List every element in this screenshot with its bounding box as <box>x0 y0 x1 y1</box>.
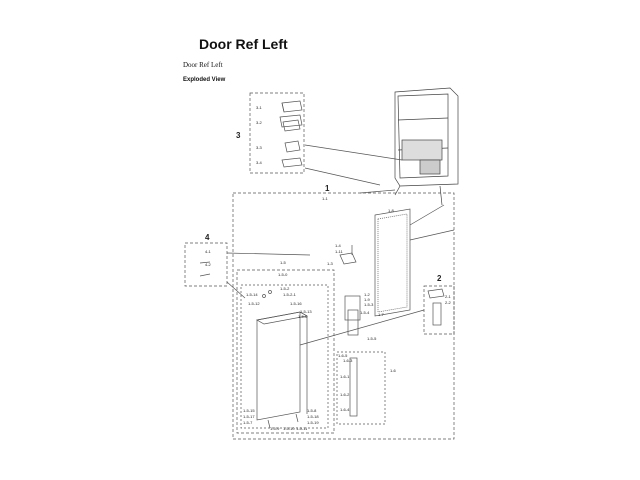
view-label: Exploded View <box>183 77 226 83</box>
part-label: 1-5 <box>280 260 287 265</box>
part-label: 1-5-14 <box>246 292 258 297</box>
part-4 <box>199 261 211 277</box>
part-label: 1-5-9 <box>270 426 280 431</box>
refrigerator-cabinet <box>394 87 459 206</box>
part-label: 1-5-18 <box>307 414 319 419</box>
part-label: 1-6-2 <box>340 392 350 397</box>
leader-line <box>299 309 425 346</box>
part-label: 3-1 <box>256 105 263 110</box>
hinge-assembly <box>339 245 361 336</box>
part-label: 1-2 <box>364 292 371 297</box>
part-label: 1-5-10 <box>283 426 295 431</box>
part-label: 1-5-2 <box>280 286 290 291</box>
door-panel <box>255 311 309 421</box>
bin-3-4 <box>281 157 303 168</box>
group-label-1: 1 <box>325 184 330 193</box>
part-label: 2-2 <box>445 300 452 305</box>
bin-3-1 <box>281 100 303 113</box>
bin-3-3 <box>284 140 301 153</box>
part-label: 1-5-8 <box>307 408 317 413</box>
part-label: 1-11 <box>335 249 343 254</box>
part-label: 1-5-19 <box>307 420 319 425</box>
part-label: 3-2 <box>256 120 263 125</box>
part-label: 3-3 <box>256 145 263 150</box>
screws <box>262 290 299 429</box>
group-1-box <box>232 192 455 440</box>
group-4-box <box>184 242 228 287</box>
part-label: 1-8 <box>388 208 395 213</box>
part-label: 3-4 <box>256 160 263 165</box>
part-label: 2-1 <box>445 294 452 299</box>
part-label: 1-6-3 <box>343 358 353 363</box>
part-label: 1-5-7 <box>243 420 253 425</box>
part-label: 1-5-2-1 <box>283 292 297 297</box>
group-1-6-box <box>336 351 386 425</box>
group-label-3: 3 <box>236 131 241 140</box>
part-label: 1-9 <box>364 297 371 302</box>
part-label: 1-5-16 <box>290 301 302 306</box>
leader-line <box>304 144 403 161</box>
part-label: 1-3 <box>327 261 334 266</box>
group-label-2: 2 <box>437 274 442 283</box>
part-label: 1-5-0 <box>278 272 288 277</box>
leader-line <box>409 204 445 226</box>
leader-line <box>226 252 311 256</box>
page-subtitle: Door Ref Left <box>183 61 223 69</box>
part-label: 1-5-5 <box>367 336 377 341</box>
leader-line <box>226 281 246 299</box>
group-1-5-inner-box <box>240 284 329 429</box>
part-label: 1-5-11 <box>296 426 308 431</box>
part-label: 1-7 <box>378 312 385 317</box>
part-label: 1-5-3 <box>364 302 374 307</box>
part-label: 1-6-4 <box>340 407 350 412</box>
part-label: 1-5-12 <box>248 301 260 306</box>
group-3-box <box>249 92 305 174</box>
part-label: 1-5-6 <box>298 314 308 319</box>
door-gasket <box>374 208 411 317</box>
part-label: 1-6-5 <box>338 353 348 358</box>
hinge-cap-2 <box>427 288 445 326</box>
part-label: 1-5-15 <box>243 408 255 413</box>
bin-3-2 <box>279 114 303 132</box>
leader-line <box>304 167 381 186</box>
part-label: 4-2 <box>205 262 212 267</box>
part-label: 1-1 <box>322 196 329 201</box>
part-label: 1-5-17 <box>243 414 255 419</box>
leader-line <box>359 189 396 194</box>
door-strip <box>349 357 358 417</box>
leader-line <box>409 229 455 241</box>
part-label: 1-4 <box>335 243 342 248</box>
part-label: 1-5-13 <box>300 309 312 314</box>
part-label: 1-6 <box>390 368 397 373</box>
part-label: 1-6-1 <box>340 374 350 379</box>
group-label-4: 4 <box>205 233 210 242</box>
part-label: 4-1 <box>205 249 212 254</box>
part-label: 1-5-4 <box>360 310 370 315</box>
page-title: Door Ref Left <box>199 36 288 52</box>
